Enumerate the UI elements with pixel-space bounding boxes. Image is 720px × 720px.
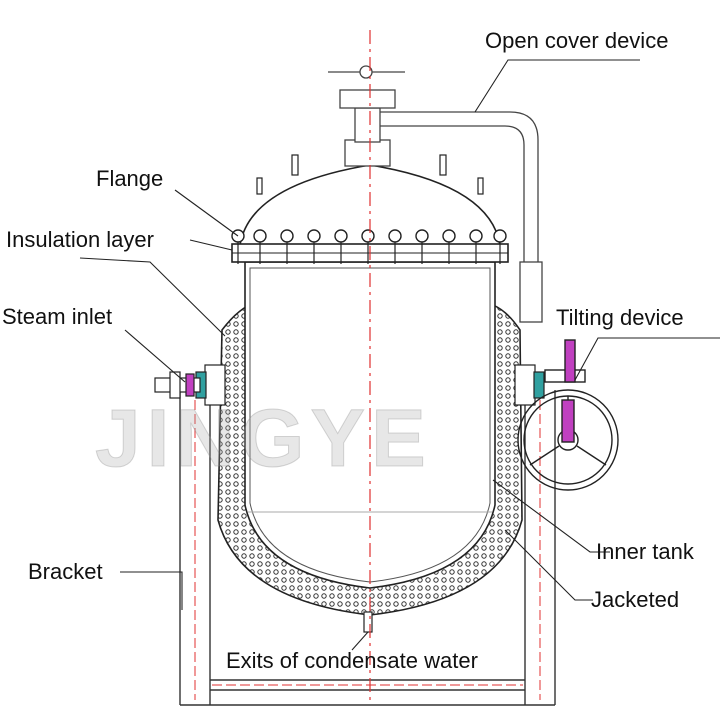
label-inner-tank: Inner tank: [596, 539, 694, 564]
label-steam-inlet: Steam inlet: [2, 304, 113, 329]
trunnion-left: [195, 364, 226, 406]
watermark-logo: JINGYE: [95, 393, 432, 484]
open-cover-device: [328, 65, 543, 323]
label-bracket: Bracket: [28, 559, 103, 584]
inner-tank-shape: [244, 261, 496, 589]
label-insulation-layer: Insulation layer: [6, 227, 154, 252]
label-jacketed: Jacketed: [591, 587, 680, 612]
trunnion-right: [514, 364, 545, 406]
bracket-legs: [179, 390, 556, 706]
condensate-exit-nozzle: [363, 611, 373, 633]
label-exits-of-condensate-water: Exits of condensate water: [226, 648, 478, 673]
label-flange: Flange: [96, 166, 164, 191]
label-open-cover-device: Open cover device: [485, 28, 669, 53]
label-tilting-device: Tilting device: [556, 305, 684, 330]
tilting-device: [517, 339, 619, 491]
steam-inlet-pipe: [154, 371, 201, 399]
lid-nozzles: [256, 154, 484, 195]
leader-lines: [79, 59, 720, 651]
